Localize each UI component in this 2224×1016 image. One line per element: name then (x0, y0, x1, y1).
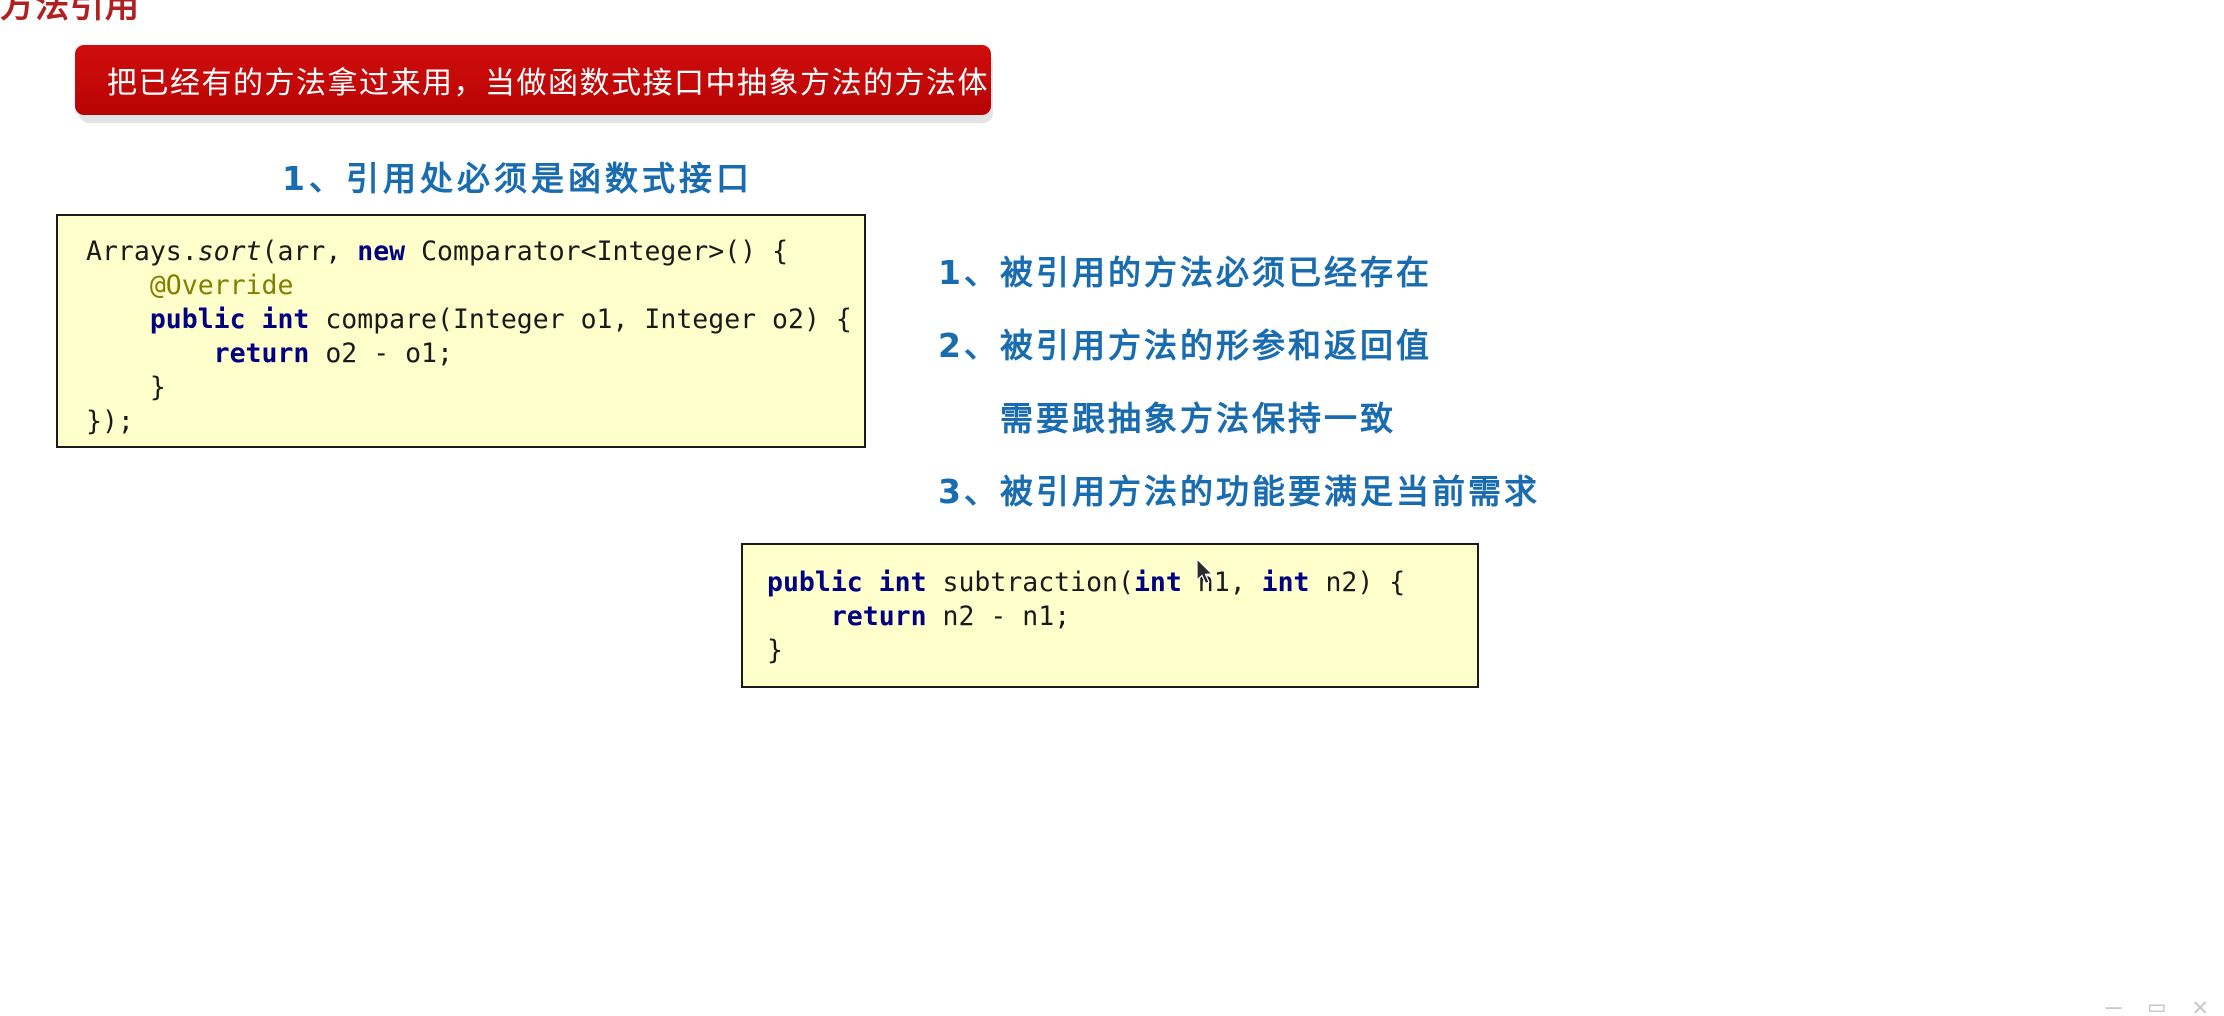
code-token: n1, (1181, 567, 1262, 598)
highlight-banner: 把已经有的方法拿过来用，当做函数式接口中抽象方法的方法体 (75, 45, 993, 123)
code-token: compare(Integer o1, Integer o2) { (309, 304, 852, 335)
code-token: n2 - n1; (926, 601, 1071, 632)
code-token: public int (767, 567, 927, 598)
code-content-top: Arrays.sort(arr, new Comparator<Integer>… (58, 216, 864, 439)
code-token: return (830, 601, 927, 632)
code-token: } (767, 635, 783, 666)
code-token: }); (86, 406, 134, 437)
code-token: Comparator<Integer>() { (405, 236, 789, 267)
code-token: int (1261, 567, 1310, 598)
banner-body: 把已经有的方法拿过来用，当做函数式接口中抽象方法的方法体 (75, 45, 991, 115)
code-block-subtraction: public int subtraction(int n1, int n2) {… (741, 543, 1479, 688)
banner-label: 把已经有的方法拿过来用，当做函数式接口中抽象方法的方法体 (107, 67, 989, 100)
code-token: new (357, 236, 406, 267)
code-block-comparator: Arrays.sort(arr, new Comparator<Integer>… (56, 214, 866, 448)
code-content-bottom: public int subtraction(int n1, int n2) {… (743, 545, 1477, 668)
window-controls-artifact: — ▭ ✕ (1924, 994, 2224, 1016)
code-token (86, 270, 150, 301)
code-token: (arr, (261, 236, 358, 267)
rule-item-2: 2、被引用方法的形参和返回值 (938, 326, 1432, 365)
rules-list: 1、被引用的方法必须已经存在 2、被引用方法的形参和返回值需要跟抽象方法保持一致 3… (938, 246, 2178, 538)
rule-item-1: 1、被引用的方法必须已经存在 (938, 253, 1432, 292)
code-token (767, 601, 831, 632)
code-token: o2 - o1; (309, 338, 453, 369)
code-token: return (213, 338, 310, 369)
sub-heading: 1、引用处必须是函数式接口 (282, 159, 753, 198)
code-token (86, 304, 150, 335)
code-token: public int (149, 304, 310, 335)
code-token: int (1133, 567, 1182, 598)
code-token: n2) { (1309, 567, 1406, 598)
rule-item-3: 需要跟抽象方法保持一致 (1000, 399, 1396, 438)
code-token: sort (197, 236, 262, 267)
rule-item-4: 3、被引用方法的功能要满足当前需求 (938, 472, 1540, 511)
page-title: 方法引用 (0, 0, 140, 25)
code-token: @Override (149, 270, 294, 301)
code-token: Arrays. (86, 236, 198, 267)
code-token: subtraction( (926, 567, 1134, 598)
code-token (86, 338, 214, 369)
artifact-glyphs: — ▭ ✕ (2105, 994, 2214, 1016)
code-token: } (86, 372, 166, 403)
